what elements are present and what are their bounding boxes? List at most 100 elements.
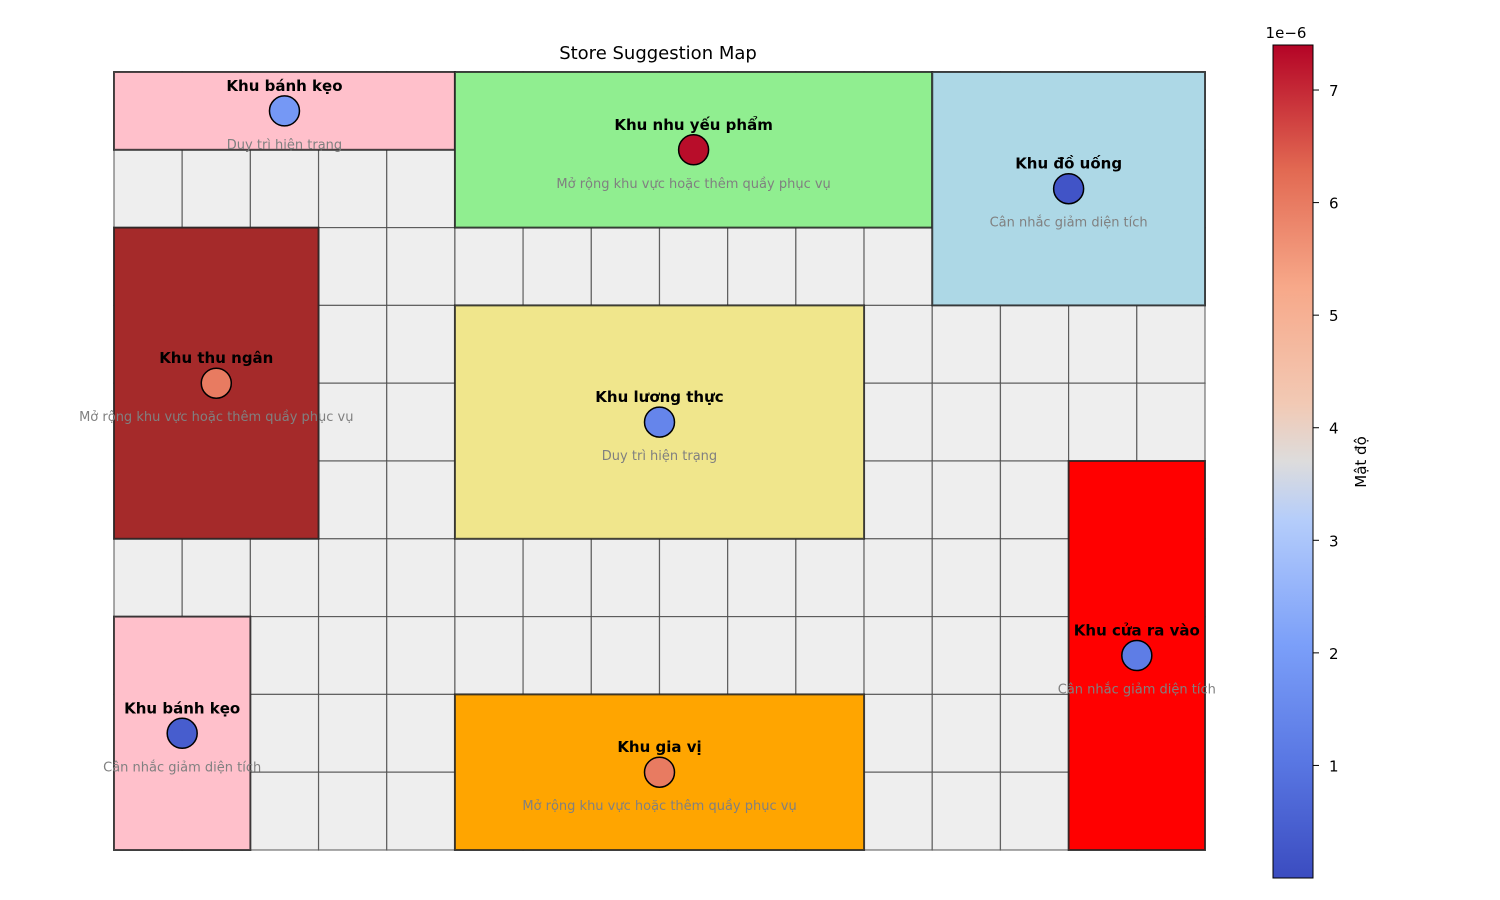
zone-density-marker [268, 95, 301, 127]
grid-cell [931, 304, 1002, 384]
grid-cell [317, 460, 388, 540]
colorbar-tick-label: 2 [1329, 645, 1339, 663]
zone-suggestion: Mở rộng khu vực hoặc thêm quầy phục vụ [556, 177, 830, 192]
zone-suggestion: Cân nhắc giảm diện tích [1058, 683, 1216, 698]
grid-cell [863, 771, 933, 851]
colorbar-ticks: 1 2 3 4 5 6 7 [1313, 82, 1339, 775]
grid-cell [931, 615, 1002, 695]
colorbar-tick-label: 5 [1329, 307, 1339, 325]
zone-density-marker [200, 367, 233, 399]
grid-cell [863, 382, 933, 462]
zone-name: Khu nhu yếu phẩm [614, 115, 772, 134]
zone-suggestion: Cân nhắc giảm diện tích [990, 216, 1148, 231]
grid-cell [1136, 304, 1206, 384]
grid-cell [1068, 382, 1138, 462]
grid-cell [999, 304, 1070, 384]
grid-cell [863, 538, 933, 618]
grid-cell [317, 304, 388, 384]
zone-name: Khu thu ngân [159, 349, 273, 367]
grid-cell [317, 382, 388, 462]
zone-name: Khu cửa ra vào [1074, 622, 1200, 640]
grid-cell [181, 538, 251, 618]
grid-cell [317, 149, 388, 229]
grid-cell [249, 615, 320, 695]
grid-cell [454, 538, 524, 618]
zone-suggestion: Duy trì hiện trạng [227, 138, 342, 153]
grid-cell [522, 615, 592, 695]
grid-cell [249, 771, 320, 851]
colorbar-tick-label: 1 [1329, 757, 1339, 775]
grid-cell [658, 227, 729, 307]
colorbar-tick-label: 4 [1329, 420, 1339, 438]
grid-cell [317, 771, 388, 851]
zone-name: Khu gia vị [617, 738, 701, 756]
zone-area [931, 71, 1206, 307]
zone-name: Khu bánh kẹo [226, 77, 342, 95]
grid-cell [454, 615, 524, 695]
grid-cell [863, 460, 933, 540]
grid-cell [795, 227, 865, 307]
grid-cell [863, 304, 933, 384]
grid-cell [317, 538, 388, 618]
zone-density-marker [643, 406, 676, 438]
grid-cell [454, 227, 524, 307]
colorbar: 1e−6 Mật độ 1 2 3 4 5 6 7 [1266, 24, 1370, 879]
grid-cell [999, 693, 1070, 773]
grid-cell [317, 693, 388, 773]
grid-cell [386, 771, 456, 851]
zone-density-marker [643, 756, 676, 788]
zone-density-marker [166, 717, 198, 750]
chart-title: Store Suggestion Map [559, 43, 757, 64]
grid-cell [727, 615, 797, 695]
grid-cell [795, 615, 865, 695]
grid-cell [931, 693, 1002, 773]
colorbar-tick-label: 3 [1329, 532, 1339, 550]
grid-cell [590, 615, 661, 695]
colorbar-label: Mật độ [1352, 436, 1370, 487]
colorbar-tick-label: 7 [1329, 82, 1339, 100]
zone-density-marker [677, 134, 710, 166]
grid-cell [386, 460, 456, 540]
colorbar-exponent-label: 1e−6 [1266, 24, 1307, 42]
grid-cell [317, 615, 388, 695]
zone-name: Khu đồ uống [1015, 154, 1122, 173]
grid-cell [386, 304, 456, 384]
colorbar-gradient [1272, 44, 1314, 879]
grid-cell [999, 460, 1070, 540]
colorbar-tick-label: 6 [1329, 195, 1339, 213]
grid-cell [113, 149, 183, 229]
grid-cell [931, 771, 1002, 851]
grid-cell [249, 149, 320, 229]
grid-cell [1136, 382, 1206, 462]
grid-cell [727, 538, 797, 618]
grid-cell [999, 771, 1070, 851]
grid-cell [181, 149, 251, 229]
grid-cell [590, 538, 661, 618]
zone-density-marker [1052, 172, 1085, 205]
grid-cell [931, 382, 1002, 462]
grid-cell [386, 149, 456, 229]
zone-density-marker [1121, 639, 1153, 672]
grid-cell [658, 615, 729, 695]
grid-cell [522, 227, 592, 307]
grid-cell [522, 538, 592, 618]
zones [113, 71, 1206, 852]
grid-cell [795, 538, 865, 618]
grid-cell [590, 227, 661, 307]
grid-cell [386, 538, 456, 618]
zone-suggestion: Duy trì hiện trạng [602, 449, 717, 464]
grid-cell [386, 382, 456, 462]
zone-name: Khu lương thực [595, 388, 723, 406]
grid-cell [931, 538, 1002, 618]
zone-suggestion: Mở rộng khu vực hoặc thêm quầy phục vụ [522, 799, 796, 814]
grid-cell [658, 538, 729, 618]
grid-cell [386, 227, 456, 307]
grid-cell [113, 538, 183, 618]
zone-suggestion: Mở rộng khu vực hoặc thêm quầy phục vụ [79, 410, 353, 425]
grid-cell [999, 538, 1070, 618]
grid-cell [863, 615, 933, 695]
grid-cell [249, 693, 320, 773]
grid-cell [863, 227, 933, 307]
